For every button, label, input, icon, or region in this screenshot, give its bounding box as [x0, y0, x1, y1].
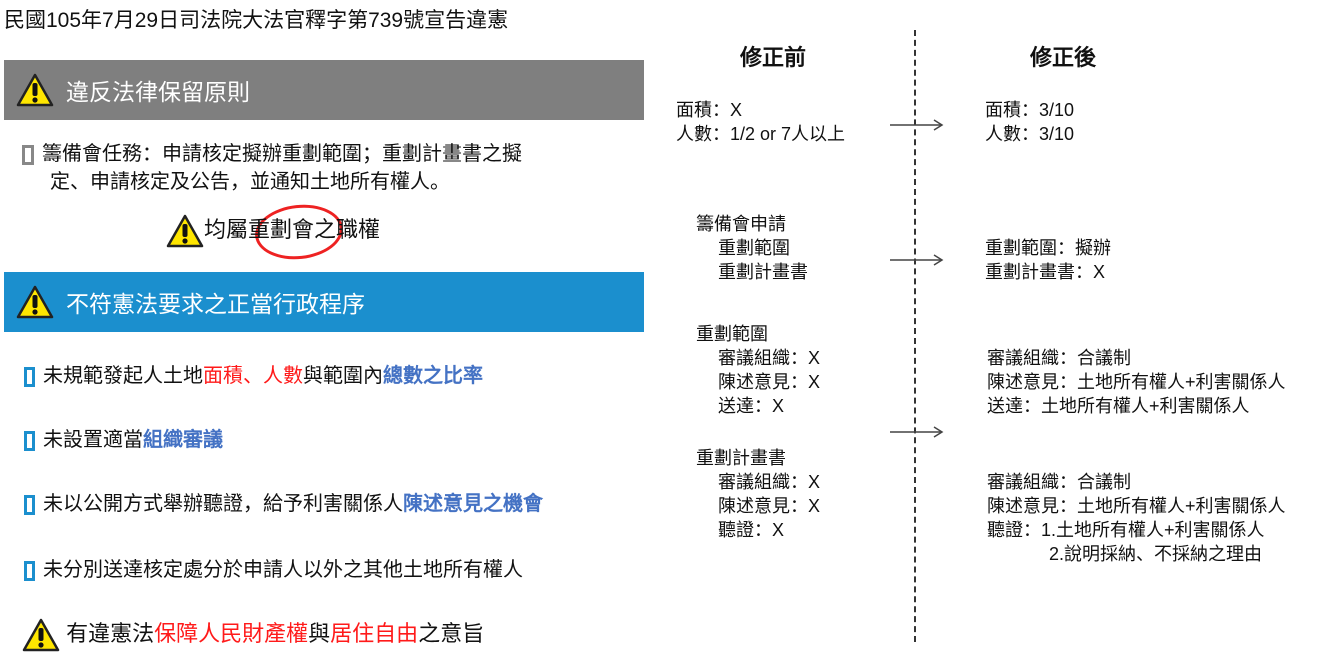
after-header: 修正後	[1030, 45, 1097, 70]
line: 面積：X	[676, 100, 743, 120]
bullet-text: 未規範發起人土地	[43, 365, 203, 387]
arrow-right-icon	[890, 119, 944, 131]
conclusion-text: 與	[308, 620, 331, 646]
line: 重劃計畫書：X	[985, 262, 1106, 282]
line: 籌備會申請	[696, 214, 786, 234]
line: 陳述意見：土地所有權人+利害關係人	[987, 372, 1286, 392]
bullet-text: 未分別送達核定處分於申請人以外之其他土地所有權人	[43, 559, 523, 581]
red-emphasis: 面積、人數	[203, 365, 303, 387]
arrow-right-icon	[890, 426, 944, 438]
line: 人數：1/2 or 7人以上	[676, 124, 846, 144]
line: 面積：3/10	[985, 100, 1075, 120]
line: 重劃計畫書	[696, 448, 786, 468]
bullet-text: 未以公開方式舉辦聽證，給予利害關係人	[43, 493, 403, 515]
line: 陳述意見：土地所有權人+利害關係人	[987, 496, 1286, 516]
bullet-text: 定、申請核定及公告，並通知土地所有權人。	[50, 171, 450, 193]
bullet-ratio: 未規範發起人土地面積、人數與範圍內總數之比率	[24, 362, 483, 390]
note-authority: 均屬重劃會之職權	[166, 214, 380, 248]
warning-icon	[166, 214, 204, 248]
page-title: 民國105年7月29日司法院大法官釋字第739號宣告違憲	[4, 9, 509, 32]
line: 2.說明採納、不採納之理由	[1049, 544, 1263, 564]
square-bullet-icon	[24, 430, 35, 451]
conclusion-text: 有違憲法	[66, 620, 155, 646]
section-banner-due-process: 不符憲法要求之正當行政程序	[4, 272, 644, 332]
line: 重劃計畫書	[718, 262, 808, 282]
arrow-right-icon	[890, 254, 944, 266]
red-emphasis: 保障人民財產權	[154, 620, 309, 646]
after-block-threshold: 面積：3/10 人數：3/10	[985, 98, 1074, 146]
line: 重劃範圍	[718, 238, 790, 258]
line: 審議組織：合議制	[987, 348, 1131, 368]
note-text: 之職權	[314, 216, 381, 242]
warning-icon	[22, 618, 60, 652]
line: 聽證：1.土地所有權人+利害關係人	[987, 520, 1265, 540]
bullet-text: 未設置適當	[43, 429, 143, 451]
bullet-text: 與範圍內	[303, 365, 383, 387]
line: 送達：土地所有權人+利害關係人	[987, 396, 1250, 416]
square-bullet-icon	[24, 366, 35, 387]
line: 陳述意見：X	[718, 372, 821, 392]
before-header: 修正前	[740, 45, 807, 70]
bullet-organization: 未設置適當組織審議	[24, 426, 223, 454]
square-bullet-icon	[24, 560, 35, 581]
bullet-hearing: 未以公開方式舉辦聽證，給予利害關係人陳述意見之機會	[24, 490, 543, 518]
blue-emphasis: 陳述意見之機會	[403, 493, 543, 515]
warning-icon	[16, 285, 54, 319]
blue-emphasis: 組織審議	[143, 429, 223, 451]
divider-line	[914, 30, 916, 642]
section-banner-legal-reservation: 違反法律保留原則	[4, 60, 644, 120]
before-block-scope: 重劃範圍審議組織：X 陳述意見：X 送達：X	[696, 322, 820, 418]
note-highlight: 重劃會	[248, 216, 315, 242]
line: 審議組織：合議制	[987, 472, 1131, 492]
after-block-scope: 審議組織：合議制陳述意見：土地所有權人+利害關係人送達：土地所有權人+利害關係人	[987, 346, 1286, 418]
note-text: 均屬	[204, 216, 249, 242]
warning-icon	[16, 73, 54, 107]
line: 聽證：X	[718, 520, 785, 540]
bullet-preparatory-duties: 籌備會任務：申請核定擬辦重劃範圍；重劃計畫書之擬 定、申請核定及公告，並通知土地…	[22, 140, 522, 196]
bullet-text: 籌備會任務：申請核定擬辦重劃範圍；重劃計畫書之擬	[42, 143, 522, 165]
line: 重劃範圍：擬辦	[985, 238, 1111, 258]
before-block-application: 籌備會申請重劃範圍重劃計畫書	[696, 212, 808, 284]
red-emphasis: 居住自由	[330, 620, 419, 646]
square-bullet-icon	[24, 494, 35, 515]
conclusion-text: 之意旨	[418, 620, 485, 646]
bullet-delivery: 未分別送達核定處分於申請人以外之其他土地所有權人	[24, 556, 523, 584]
line: 審議組織：X	[718, 348, 821, 368]
line: 陳述意見：X	[718, 496, 821, 516]
line: 審議組織：X	[718, 472, 821, 492]
line: 人數：3/10	[985, 124, 1075, 144]
after-block-plan: 審議組織：合議制陳述意見：土地所有權人+利害關係人聽證：1.土地所有權人+利害關…	[987, 470, 1286, 566]
banner-heading: 不符憲法要求之正當行政程序	[66, 291, 365, 317]
square-bullet-icon	[22, 144, 34, 165]
line: 送達：X	[718, 396, 785, 416]
after-block-application: 重劃範圍：擬辦重劃計畫書：X	[985, 236, 1111, 284]
before-block-plan: 重劃計畫書審議組織：X 陳述意見：X 聽證：X	[696, 446, 820, 542]
blue-emphasis: 總數之比率	[383, 365, 483, 387]
conclusion: 有違憲法保障人民財產權與居住自由之意旨	[22, 618, 484, 652]
before-block-threshold: 面積：X 人數：1/2 or 7人以上	[676, 98, 845, 146]
banner-heading: 違反法律保留原則	[66, 79, 250, 105]
line: 重劃範圍	[696, 324, 768, 344]
